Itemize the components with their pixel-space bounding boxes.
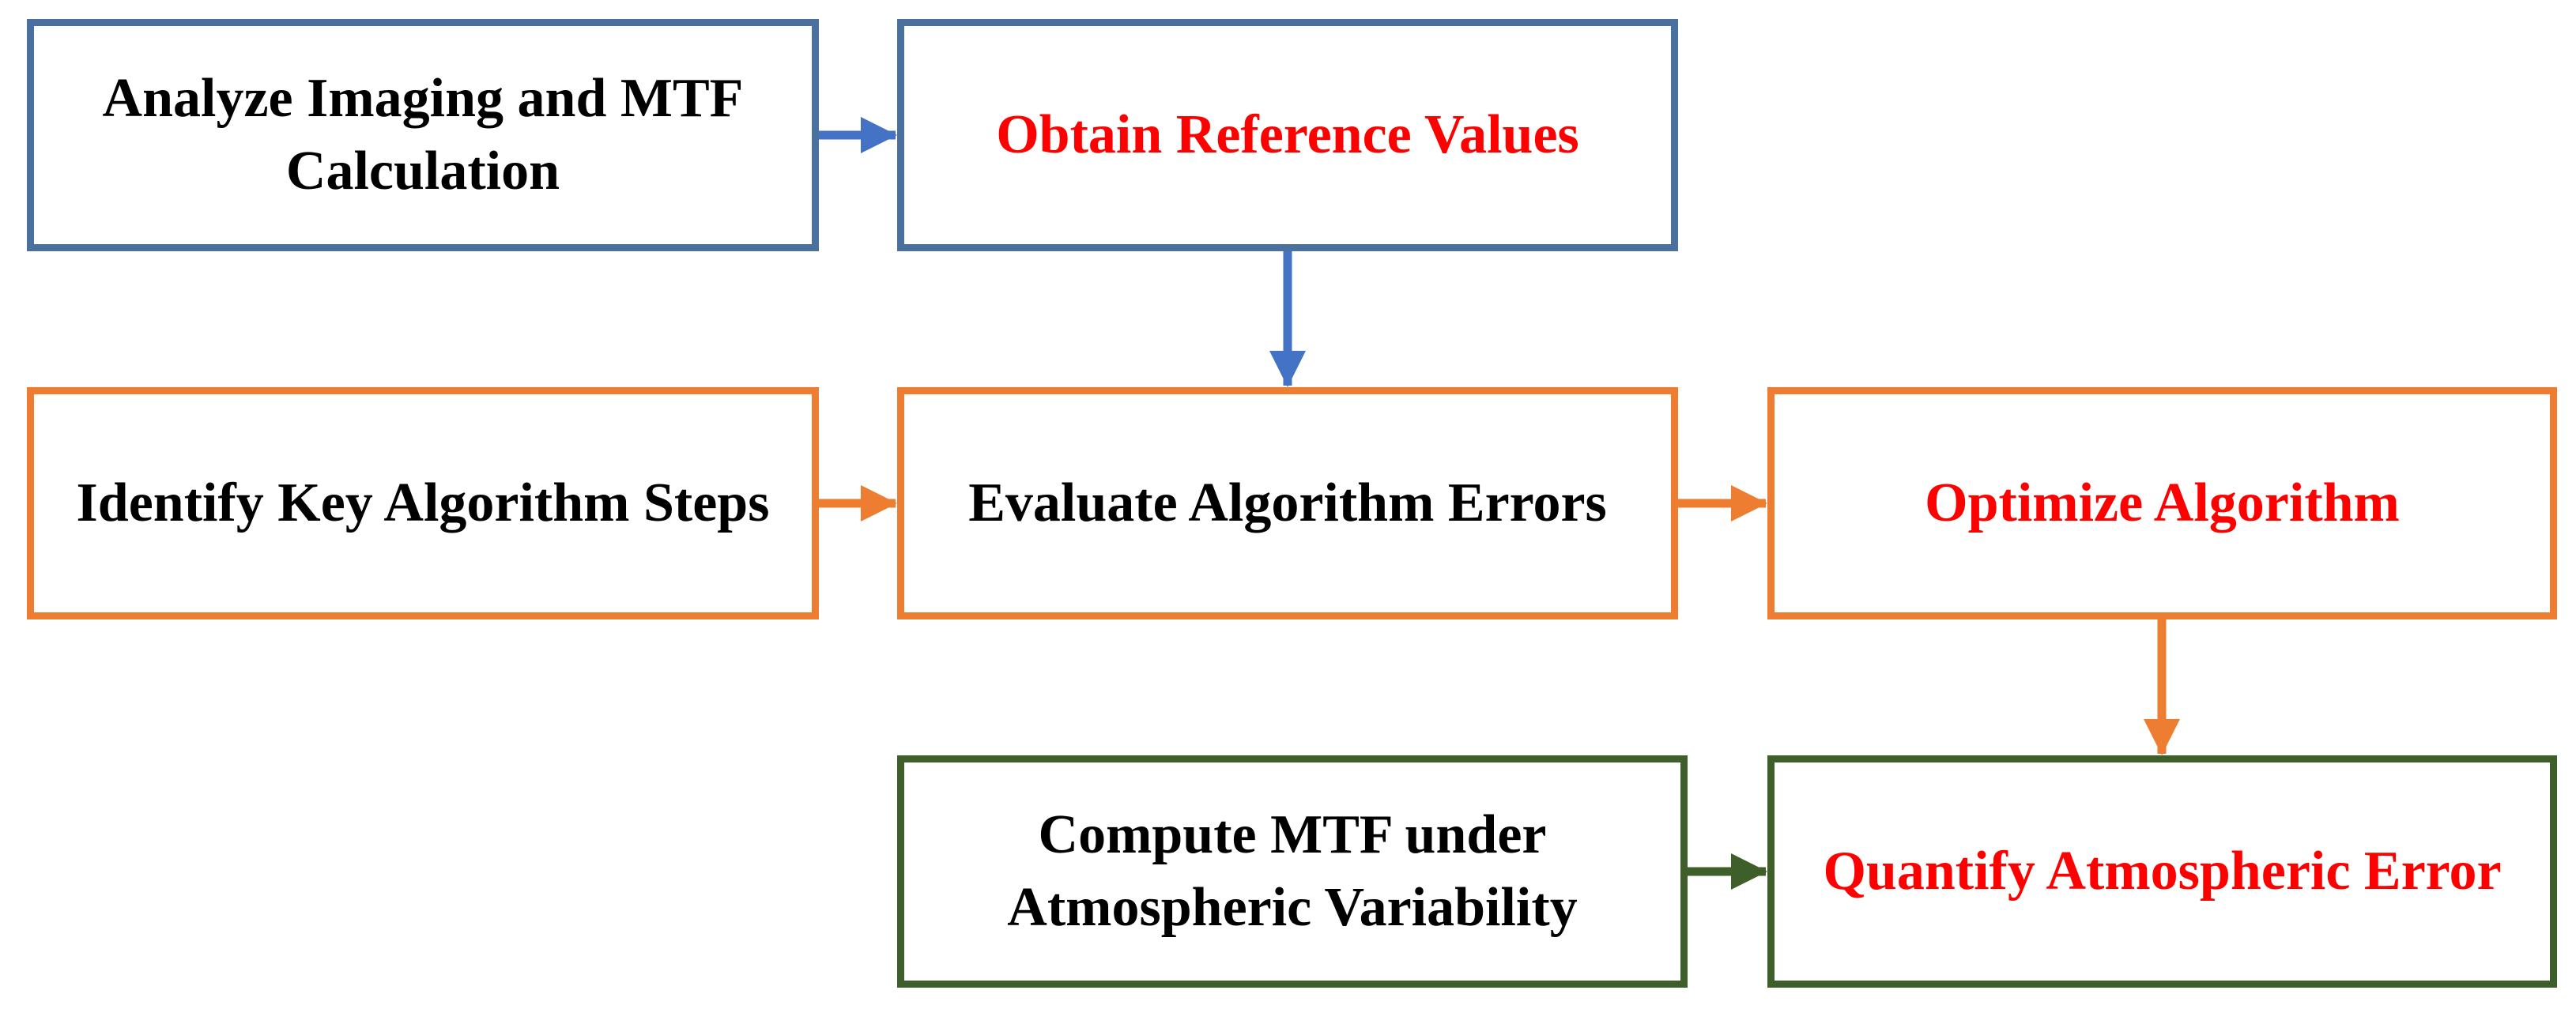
box-analyze-imaging-label: Analyze Imaging and MTF Calculation xyxy=(102,68,744,201)
box-obtain-reference-label: Obtain Reference Values xyxy=(996,104,1579,165)
box-evaluate-errors: Evaluate Algorithm Errors xyxy=(897,387,1678,619)
box-identify-steps-label: Identify Key Algorithm Steps xyxy=(76,472,770,533)
box-optimize-algorithm-label: Optimize Algorithm xyxy=(1925,472,2400,533)
box-quantify-error: Quantify Atmospheric Error xyxy=(1767,755,2557,988)
box-compute-mtf-label: Compute MTF under Atmospheric Variabilit… xyxy=(1007,804,1578,938)
box-optimize-algorithm: Optimize Algorithm xyxy=(1767,387,2557,619)
box-quantify-error-label: Quantify Atmospheric Error xyxy=(1823,841,2502,902)
box-evaluate-errors-label: Evaluate Algorithm Errors xyxy=(968,472,1607,533)
box-obtain-reference: Obtain Reference Values xyxy=(897,19,1678,251)
box-compute-mtf: Compute MTF under Atmospheric Variabilit… xyxy=(897,755,1688,988)
box-analyze-imaging: Analyze Imaging and MTF Calculation xyxy=(27,19,819,251)
box-identify-steps: Identify Key Algorithm Steps xyxy=(27,387,819,619)
